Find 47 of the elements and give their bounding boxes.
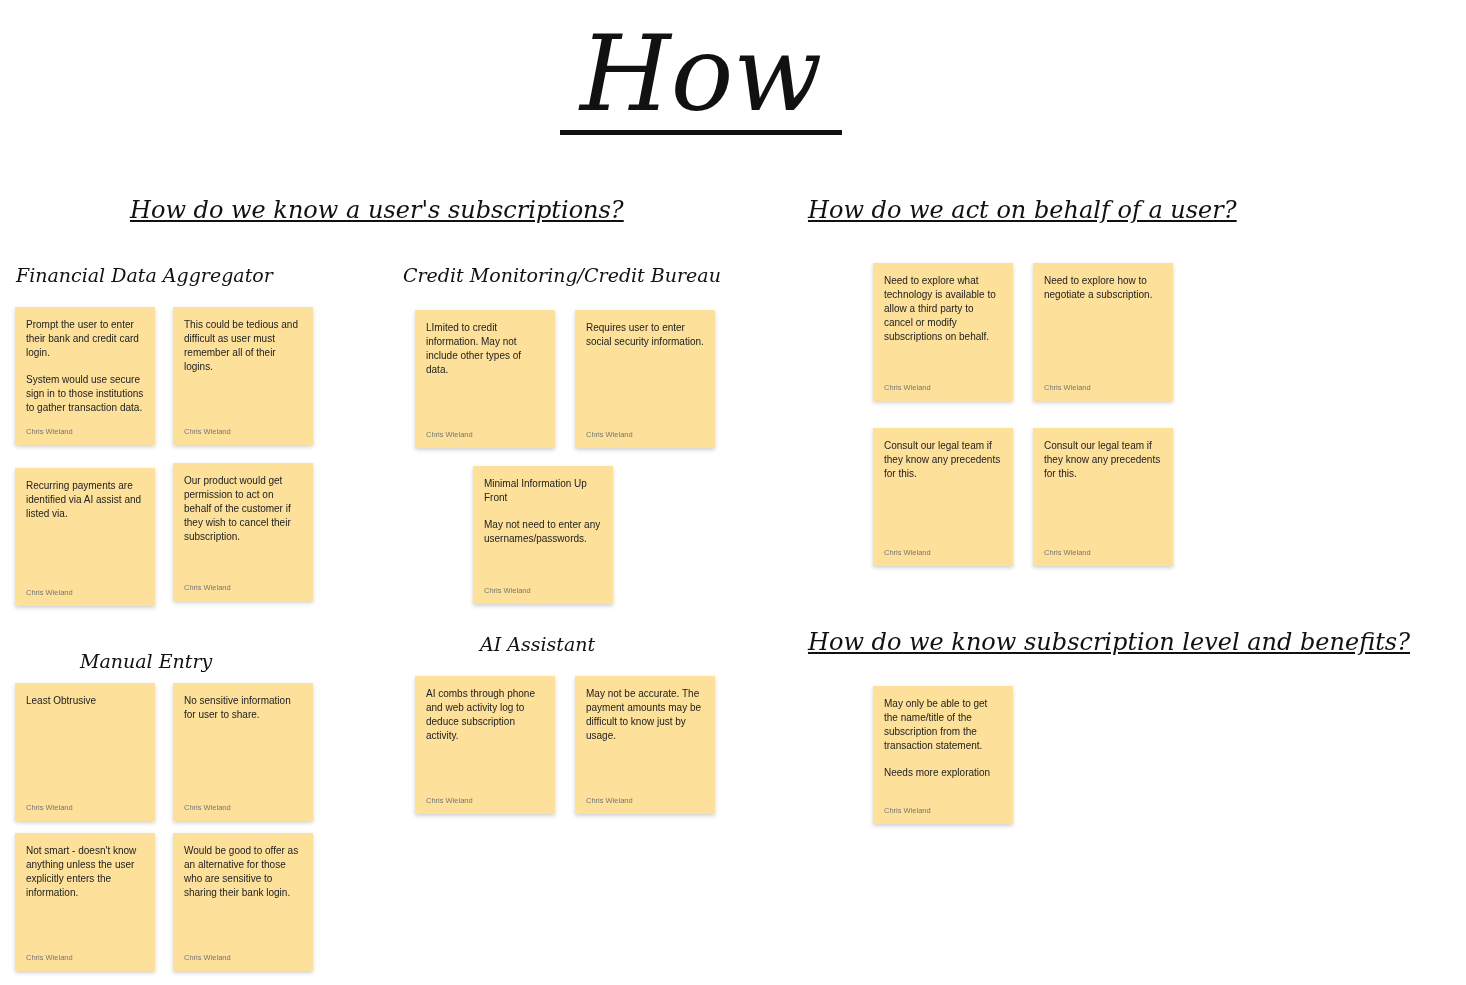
note-text: Requires user to enter social security information. (586, 321, 704, 349)
note-text: Recurring payments are identified via AI assist and listed via. (26, 479, 143, 521)
note-text: Not smart - doesn't know anything unless the user explicitly enters the information. (26, 844, 138, 900)
sticky-note (173, 833, 313, 971)
sticky-note (173, 307, 313, 445)
sticky-note (173, 463, 313, 601)
note-text: May only be able to get the name/title of the subscription from the transaction statement. (884, 697, 989, 753)
note-text: May not need to enter any usernames/passwords. (484, 518, 602, 546)
note-text: No sensitive information for user to share. (184, 694, 292, 722)
sticky-note (415, 676, 555, 814)
group-heading: AI Assistant (480, 633, 596, 655)
sticky-note (575, 310, 715, 448)
sticky-note (415, 310, 555, 448)
sticky-note (473, 466, 613, 604)
sticky-note (1033, 428, 1173, 566)
note-text: Consult our legal team if they know any precedents for this. (884, 439, 1002, 481)
section-heading: How do we act on behalf of a user? (808, 196, 1237, 224)
sticky-note (15, 307, 155, 445)
sticky-note (575, 676, 715, 814)
note-text: Minimal Information Up Front (484, 477, 588, 505)
page-title: How (560, 18, 843, 135)
note-text: Need to explore how to negotiate a subscription. (1044, 274, 1154, 302)
group-heading: Financial Data Aggregator (16, 264, 273, 286)
sticky-note (1033, 263, 1173, 401)
group-heading: Manual Entry (80, 650, 213, 672)
sticky-note (173, 683, 313, 821)
sticky-note (873, 428, 1013, 566)
note-text: Needs more exploration (884, 766, 992, 780)
note-text: Consult our legal team if they know any precedents for this. (1044, 439, 1162, 481)
sticky-note (873, 263, 1013, 401)
sticky-note (15, 468, 155, 606)
note-text: AI combs through phone and web activity log to deduce subscription activity. (426, 687, 536, 743)
note-text: This could be tedious and difficult as user must remember all of their logins. (184, 318, 299, 374)
sticky-note (15, 833, 155, 971)
note-text: Would be good to offer as an alternative for those who are sensitive to sharing their bank login. (184, 844, 300, 900)
note-text: Least Obtrusive (26, 694, 98, 708)
note-text: Our product would get permission to act on behalf of the customer if they wish to cancel their subscription. (184, 474, 292, 544)
note-text: Prompt the user to enter their bank and credit card login. (26, 318, 140, 360)
section-heading: How do we know subscription level and benefits? (808, 628, 1410, 656)
note-text: Need to explore what technology is available to allow a third party to cancel or modify subscriptions on behalf. (884, 274, 997, 344)
group-heading: Credit Monitoring/Credit Bureau (403, 264, 721, 286)
note-text: System would use secure sign in to those institutions to gather transaction data. (26, 373, 144, 415)
section-heading: How do we know a user's subscriptions? (130, 196, 624, 224)
sticky-note (15, 683, 155, 821)
note-text: LImited to credit information. May not include other types of data. (426, 321, 523, 377)
sticky-note (873, 686, 1013, 824)
note-text: May not be accurate. The payment amounts may be difficult to know just by usage. (586, 687, 703, 743)
